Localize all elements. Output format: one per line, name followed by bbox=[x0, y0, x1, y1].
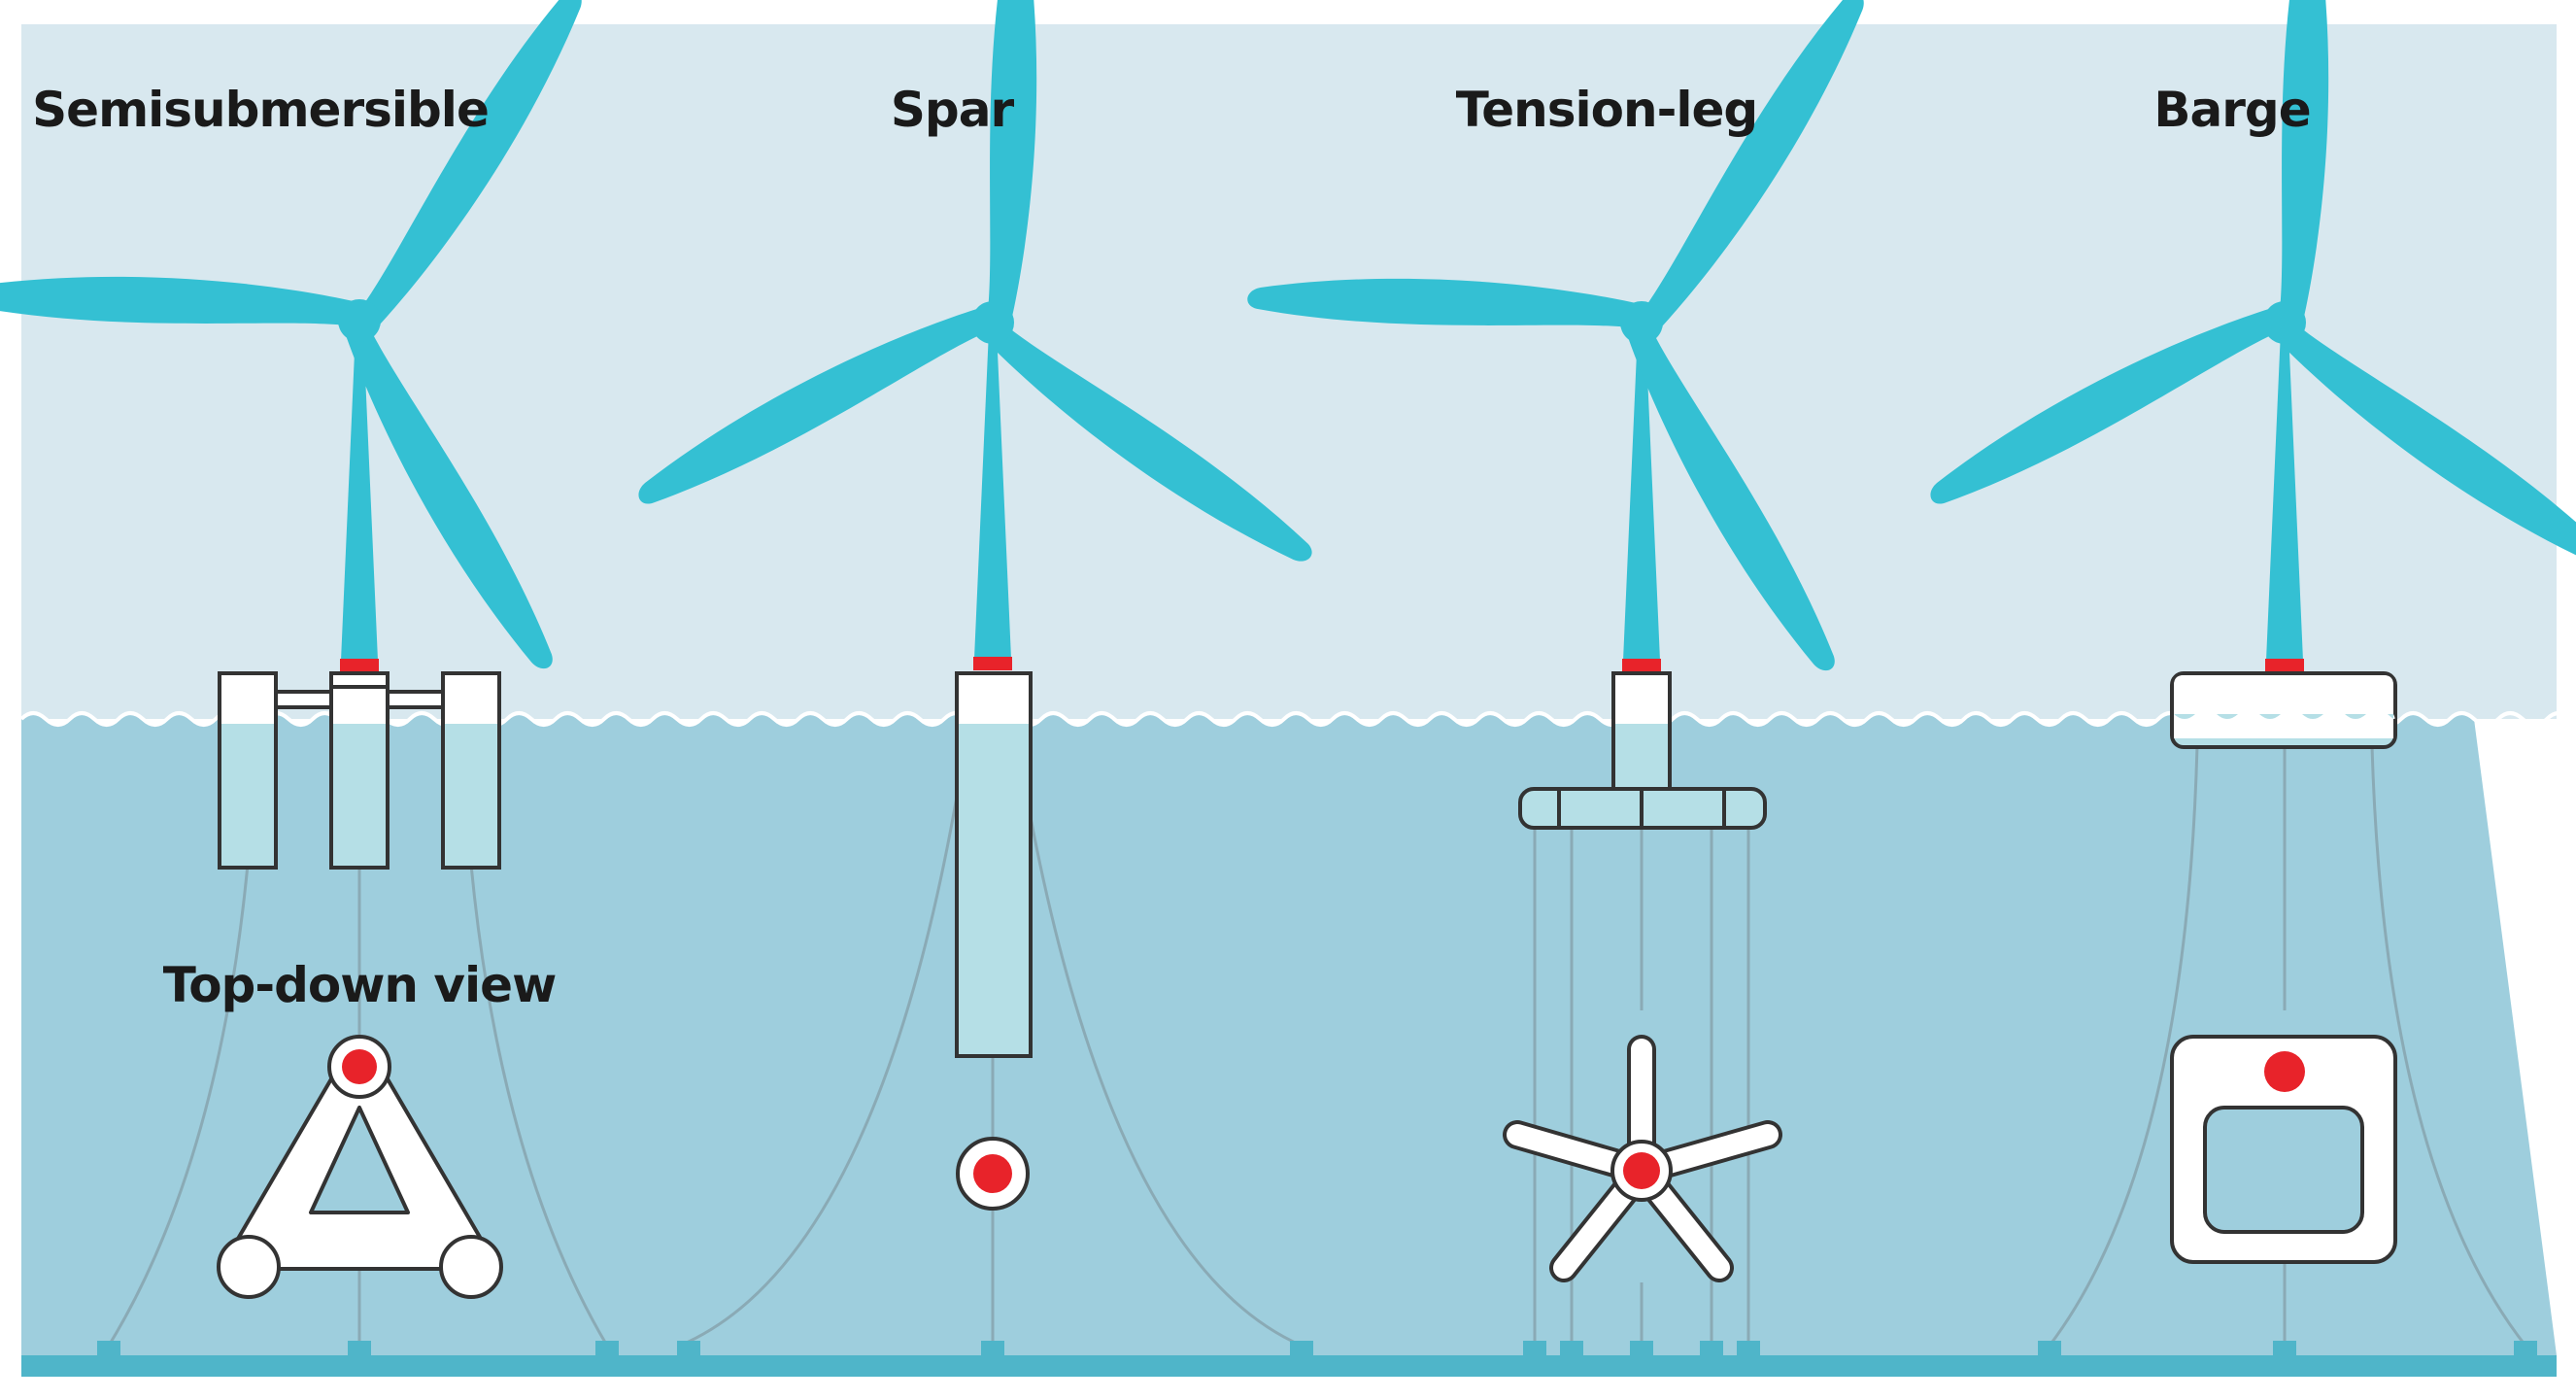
barge-moorings bbox=[2048, 745, 2527, 1347]
barge-anchors bbox=[2038, 1341, 2537, 1358]
barge-top-down-view bbox=[2170, 1035, 2397, 1264]
tension-leg-anchors bbox=[1523, 1341, 1760, 1358]
semisubmersible-hull bbox=[218, 671, 501, 870]
semisubmersible-top-down-view bbox=[217, 1035, 503, 1299]
semisubmersible-turbine bbox=[0, 0, 651, 672]
seabed bbox=[21, 1355, 2557, 1377]
label-semisubmersible: Semisubmersible bbox=[32, 82, 490, 138]
tension-leg-turbine bbox=[1243, 0, 1933, 673]
semisubmersible-anchors bbox=[97, 1341, 619, 1358]
spar-top-down-view bbox=[956, 1137, 1030, 1211]
barge-turbine bbox=[1928, 0, 2576, 672]
water bbox=[21, 713, 2557, 1355]
spar-hull bbox=[955, 671, 1033, 1058]
barge-hull bbox=[2170, 671, 2397, 749]
tension-leg-hull bbox=[1518, 671, 1767, 830]
spar-anchors bbox=[677, 1341, 1313, 1358]
label-top-down-view: Top-down view bbox=[162, 957, 558, 1013]
label-barge: Barge bbox=[2153, 82, 2311, 138]
label-spar: Spar bbox=[890, 82, 1014, 138]
spar-turbine bbox=[636, 0, 1314, 670]
tension-leg-top-down-view bbox=[1503, 1035, 1782, 1282]
label-tension-leg: Tension-leg bbox=[1455, 82, 1758, 138]
